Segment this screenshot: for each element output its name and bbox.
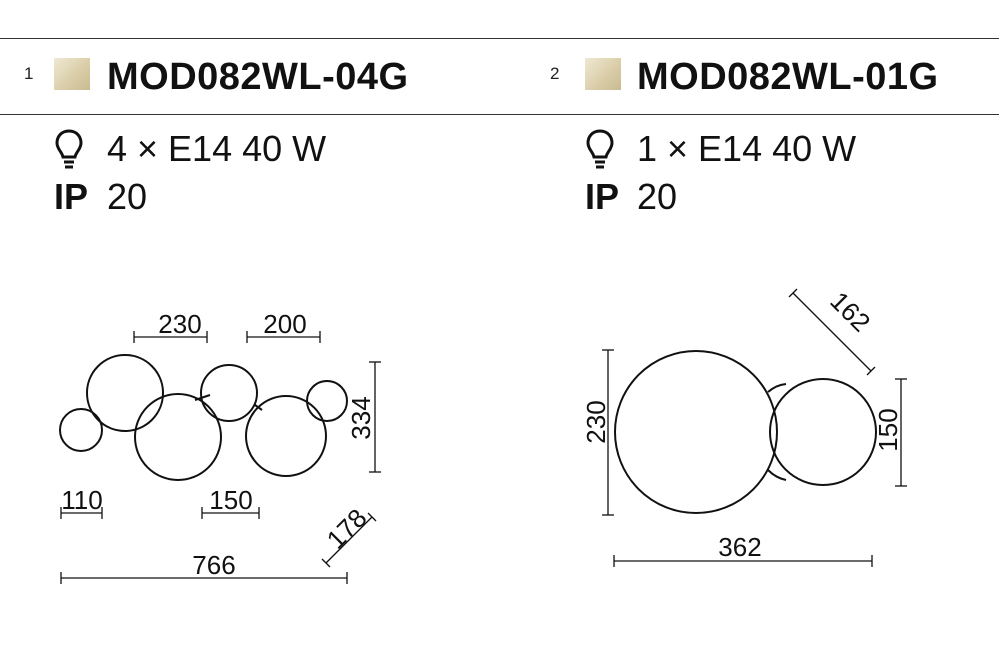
sphere-small xyxy=(769,378,877,486)
dim-label: 200 xyxy=(263,309,306,339)
dim-label: 362 xyxy=(718,532,761,562)
ip-label: IP xyxy=(585,176,620,217)
dim-label: 178 xyxy=(321,503,373,555)
product-model: MOD082WL-01G xyxy=(637,56,939,98)
dim-label: 110 xyxy=(61,485,102,515)
ip-value: 20 xyxy=(637,176,678,217)
product-index: 2 xyxy=(550,64,560,83)
ip-label: IP xyxy=(54,176,89,217)
connector-line xyxy=(767,383,787,393)
top-rule xyxy=(0,38,999,39)
product-index: 1 xyxy=(24,64,34,83)
sphere-right xyxy=(245,395,327,477)
technical-drawing-2: 162 230 150 362 xyxy=(581,286,907,567)
sphere-small-right xyxy=(306,380,348,422)
product-panel-1: 1 MOD082WL-04G 4 × E14 40 W IP 20 xyxy=(0,0,480,654)
dim-label: 334 xyxy=(346,396,376,439)
sphere-large-front xyxy=(134,393,222,481)
ip-value: 20 xyxy=(107,176,148,217)
dim-label: 150 xyxy=(873,408,903,451)
sphere-mid xyxy=(200,364,258,422)
product-panel-2: 2 MOD082WL-01G 1 × E14 40 W IP 20 162 23… xyxy=(500,0,999,654)
dim-label: 162 xyxy=(824,286,876,338)
product-model: MOD082WL-04G xyxy=(107,56,409,98)
dim-label: 230 xyxy=(581,400,611,443)
dim-label: 230 xyxy=(158,309,201,339)
lightbulb-icon xyxy=(55,129,83,169)
sphere-large xyxy=(614,350,778,514)
connector-line xyxy=(767,469,787,481)
color-swatch-gold xyxy=(54,58,90,90)
technical-drawing-1: 230 200 334 110 150 178 766 xyxy=(59,309,381,584)
sphere-large-back xyxy=(86,354,164,432)
lightbulb-icon xyxy=(586,129,614,169)
lamp-spec: 4 × E14 40 W xyxy=(107,128,327,169)
sphere-small-left xyxy=(59,408,103,452)
lamp-spec: 1 × E14 40 W xyxy=(637,128,857,169)
color-swatch-gold xyxy=(585,58,621,90)
dim-label: 150 xyxy=(209,485,252,515)
dim-label: 766 xyxy=(192,550,235,580)
header-rule xyxy=(0,114,999,115)
